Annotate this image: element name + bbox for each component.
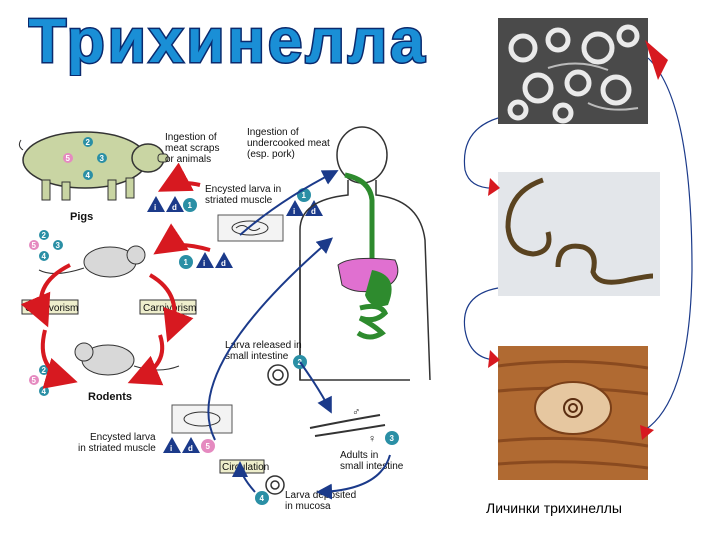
svg-text:3: 3 <box>390 434 395 443</box>
svg-text:meat scraps: meat scraps <box>165 143 219 154</box>
svg-text:1: 1 <box>184 258 189 267</box>
svg-text:d: d <box>311 207 316 216</box>
svg-text:d: d <box>221 259 226 268</box>
muscle-cyst-top <box>217 214 284 242</box>
photo-encysted-larva <box>498 346 648 480</box>
human-figure <box>299 126 431 381</box>
label-encysted-larva-bottom: Encysted larva in striated muscle <box>78 432 156 454</box>
stage-3-marker <box>385 431 399 445</box>
svg-text:Larva released in: Larva released in <box>225 340 302 351</box>
intestine <box>356 303 389 340</box>
svg-text:i: i <box>293 207 295 216</box>
larva-coil-icon <box>267 364 289 386</box>
connector-arrows <box>463 40 693 440</box>
svg-text:undercooked meat: undercooked meat <box>247 138 330 149</box>
diagnostic-badges-top: i d 1 <box>147 196 197 212</box>
svg-text:2: 2 <box>86 138 91 147</box>
svg-text:small intestine: small intestine <box>340 461 404 472</box>
svg-text:4: 4 <box>86 171 91 180</box>
diagnostic-badges-bottom: i d 5 <box>163 437 215 453</box>
svg-text:i: i <box>170 444 172 453</box>
svg-text:4: 4 <box>260 494 265 503</box>
svg-text:1: 1 <box>188 201 193 210</box>
svg-text:i: i <box>203 259 205 268</box>
svg-text:or animals: or animals <box>165 154 211 165</box>
svg-text:3: 3 <box>56 241 61 250</box>
life-cycle-diagram: Pigs 2 5 3 4 Ingestion of meat scraps or… <box>18 126 431 512</box>
svg-text:Carnivorism: Carnivorism <box>143 303 196 314</box>
photo-single-worm <box>498 172 660 296</box>
svg-text:2: 2 <box>42 231 47 240</box>
larva-coil-bottom <box>265 475 285 495</box>
stage-4-marker <box>255 491 269 505</box>
diagnostic-badges-rat: 1 i d <box>179 252 233 269</box>
svg-text:small intestine: small intestine <box>225 351 289 362</box>
carnivorism-box-left: Carnivorism <box>21 299 79 315</box>
rat-illustration-top <box>38 245 146 278</box>
label-rodents: Rodents <box>88 391 132 403</box>
svg-text:(esp. pork): (esp. pork) <box>247 149 295 160</box>
pig-illustration <box>18 131 169 201</box>
svg-text:in mucosa: in mucosa <box>285 501 331 512</box>
svg-text:1: 1 <box>302 191 307 200</box>
human-cycle-arrows <box>207 170 391 500</box>
svg-text:2: 2 <box>42 366 47 375</box>
svg-text:d: d <box>188 444 193 453</box>
photo-coiled-larvae <box>498 18 648 124</box>
svg-text:5: 5 <box>32 376 37 385</box>
label-ingestion-meat-scraps: Ingestion of meat scraps or animals <box>165 132 219 165</box>
svg-text:Circulation: Circulation <box>222 462 269 473</box>
label-larva-deposited: Larva deposited in mucosa <box>285 490 356 512</box>
svg-text:Ingestion of: Ingestion of <box>247 127 299 138</box>
svg-text:d: d <box>172 203 177 212</box>
photo-caption: Личинки трихинеллы <box>486 500 622 516</box>
title-text: Трихинелла <box>28 7 427 76</box>
stomach <box>365 270 392 307</box>
svg-text:4: 4 <box>42 387 47 396</box>
label-adults: Adults in small intestine <box>340 450 404 472</box>
label-encysted-larva-top: Encysted larva in striated muscle <box>205 184 281 206</box>
svg-text:Encysted larva in: Encysted larva in <box>205 184 281 195</box>
svg-text:in striated muscle: in striated muscle <box>78 443 156 454</box>
male-symbol: ♂ <box>352 406 360 418</box>
svg-text:5: 5 <box>206 442 211 451</box>
muscle-cyst-bottom <box>171 404 233 434</box>
svg-text:3: 3 <box>100 154 105 163</box>
svg-text:i: i <box>154 203 156 212</box>
label-larva-released: Larva released in small intestine <box>225 340 302 362</box>
animal-cycle-arrows <box>20 162 211 389</box>
svg-text:striated muscle: striated muscle <box>205 195 273 206</box>
female-symbol: ♀ <box>368 433 376 445</box>
rat-illustration-bottom <box>74 342 180 376</box>
svg-text:5: 5 <box>32 241 37 250</box>
svg-text:Carnivorism: Carnivorism <box>25 303 78 314</box>
circulation-box: Circulation <box>219 459 269 474</box>
pig-stage-markers: 2 5 3 4 <box>63 137 107 180</box>
adult-worms <box>309 414 386 437</box>
rat-bottom-stage-markers: 2 5 3 4 <box>29 365 63 396</box>
carnivorism-box-right: Carnivorism <box>139 299 197 315</box>
page-title: Трихинелла <box>28 6 427 76</box>
diagnostic-badges-human: i d 1 <box>286 188 323 216</box>
rat-top-stage-markers: 2 5 3 4 <box>29 230 63 261</box>
svg-text:4: 4 <box>42 252 47 261</box>
svg-text:Adults in: Adults in <box>340 450 378 461</box>
label-ingestion-undercooked: Ingestion of undercooked meat (esp. pork… <box>247 127 330 160</box>
label-pigs: Pigs <box>70 211 93 223</box>
svg-text:5: 5 <box>66 154 71 163</box>
svg-text:Encysted larva: Encysted larva <box>90 432 156 443</box>
digestive-tract <box>344 172 375 270</box>
svg-text:Ingestion of: Ingestion of <box>165 132 217 143</box>
